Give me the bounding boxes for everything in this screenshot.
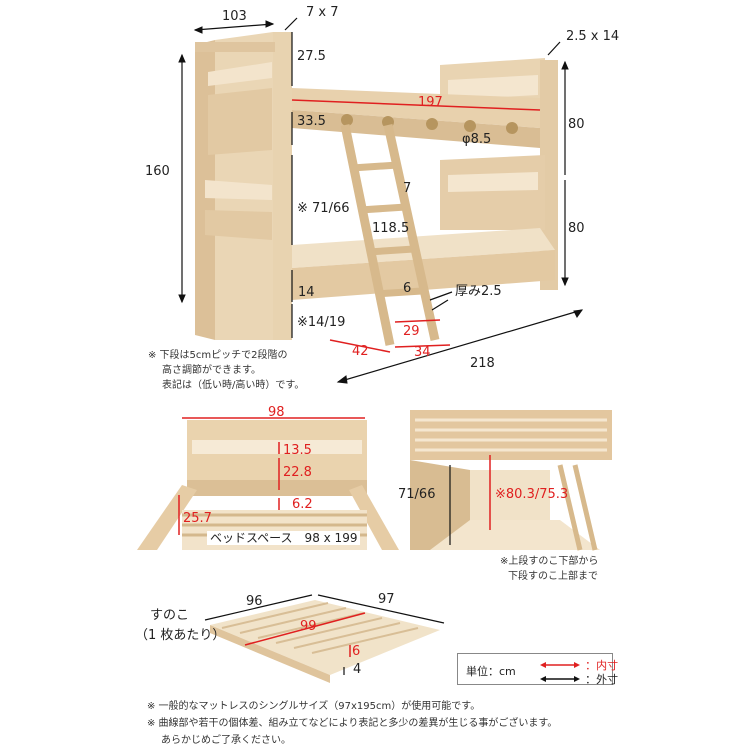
unit-legend: 単位：cm	[457, 653, 613, 685]
inner-arrow-icon	[540, 661, 580, 668]
dim-hole-diameter: φ8.5	[462, 132, 492, 147]
dim-25-7: 25.7	[183, 511, 212, 526]
slat-illustration: すのこ （1 枚あたり） 96 97 99 6 4	[0, 585, 520, 685]
legend-outer: ：外寸	[540, 668, 618, 687]
dim-42: 42	[352, 344, 369, 359]
dim-27-5: 27.5	[297, 49, 326, 64]
dim-ladder-7: 7	[403, 181, 412, 196]
dim-slat-99: 99	[300, 619, 317, 634]
dim-71-66: ※ 71/66	[297, 201, 350, 216]
under-bunk-photo: 71/66 ※80.3/75.3	[398, 410, 612, 551]
dim-upper-80: 80	[568, 117, 585, 132]
dim-slat-4: 4	[353, 662, 362, 677]
dim-ladder-118-5: 118.5	[372, 221, 410, 236]
legend-inner: ：内寸	[540, 654, 618, 673]
outer-arrow-icon	[540, 675, 580, 682]
dim-22-8: 22.8	[283, 465, 312, 480]
bunk-bed-illustration: 103 7 x 7 2.5 x 14 160 27.5 33.5 197 φ8.…	[145, 5, 620, 393]
under-bunk-drawing	[410, 410, 612, 551]
dim-80-3-75-3: ※80.3/75.3	[495, 487, 569, 502]
under-bunk-note: ※上段すのこ下部から 下段すのこ上部まで	[500, 554, 598, 584]
slat-title: すのこ	[150, 608, 190, 623]
dim-width-98: 98	[268, 405, 285, 420]
outer-label: ：外寸	[585, 673, 619, 686]
footer-line2: ※ 曲線部や若干の個体差、組み立てなどにより表記と多少の差異が生じる事がございま…	[147, 718, 558, 729]
under-bunk-note-line1: ※上段すのこ下部から	[500, 556, 599, 567]
dim-slat-97: 97	[378, 592, 395, 607]
bed-space-label: ベッドスペース 98 x 199	[207, 531, 361, 545]
dim-29: 29	[403, 324, 420, 339]
dim-6-2: 6.2	[292, 497, 313, 512]
dim-lower-80: 80	[568, 221, 585, 236]
adjust-note-line1: ※ 下段は5cmピッチで2段階の	[148, 350, 288, 361]
dim-inner-197: 197	[418, 95, 443, 110]
dim-slat-96: 96	[246, 594, 263, 609]
dim-33-5: 33.5	[297, 114, 326, 129]
dim-rail-2-5x14: 2.5 x 14	[566, 29, 620, 44]
headboard-closeup-photo: 98 13.5 22.8 6.2 25.7 ベッドスペース 98 x 199	[137, 406, 399, 550]
under-bunk-note-line2: 下段すのこ上部まで	[508, 571, 598, 582]
dim-34: 34	[414, 345, 431, 360]
slat-subtitle: （1 枚あたり）	[135, 628, 226, 643]
adjust-note: ※ 下段は5cmピッチで2段階の 高さ調節ができます。 表記は（低い時/高い時）…	[148, 348, 304, 393]
dim-14-19: ※14/19	[297, 315, 346, 330]
adjust-note-line3: 表記は（低い時/高い時）です。	[162, 380, 305, 391]
dim-71-66-under: 71/66	[398, 487, 436, 502]
dim-height-160: 160	[145, 164, 170, 179]
footer-line1: ※ 一般的なマットレスのシングルサイズ（97x195cm）が使用可能です。	[147, 701, 481, 712]
footer-notes: ※ 一般的なマットレスのシングルサイズ（97x195cm）が使用可能です。 ※ …	[147, 698, 557, 749]
footer-line3: あらかじめご了承ください。	[161, 735, 291, 746]
inner-label: ：内寸	[585, 659, 619, 672]
dim-step-6: 6	[403, 281, 412, 296]
unit-label: 単位：cm	[466, 665, 516, 678]
dim-slat-6: 6	[352, 644, 361, 659]
slat-drawing	[204, 594, 445, 683]
bunk-bed-drawing	[178, 17, 584, 384]
dim-length-218: 218	[470, 356, 495, 371]
dim-width-103: 103	[222, 9, 247, 24]
dim-13-5: 13.5	[283, 443, 312, 458]
headboard-closeup-drawing	[137, 417, 399, 550]
adjust-note-line2: 高さ調節ができます。	[162, 365, 261, 376]
dim-thickness: 厚み2.5	[455, 284, 502, 299]
dim-14: 14	[298, 285, 315, 300]
dim-post-7x7: 7 x 7	[306, 5, 339, 20]
